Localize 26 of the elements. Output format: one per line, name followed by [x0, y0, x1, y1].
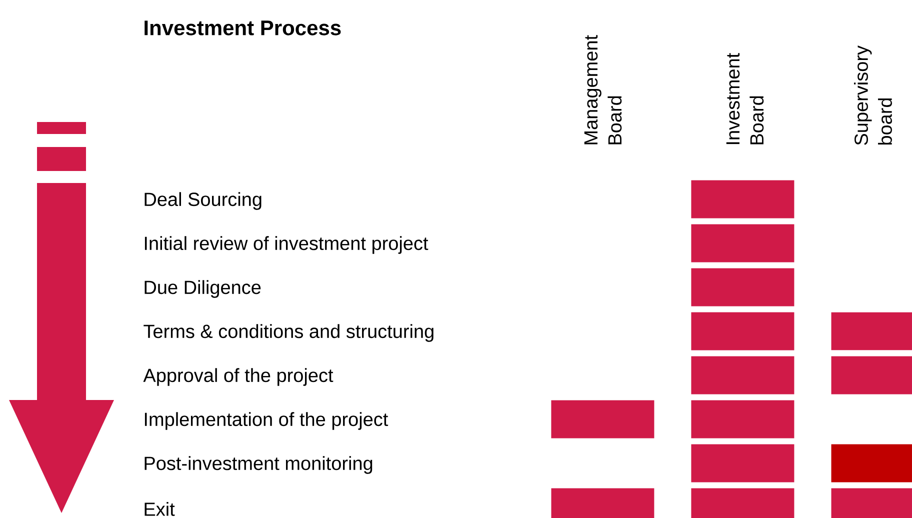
bar	[691, 356, 794, 394]
bar	[831, 356, 912, 394]
bar	[551, 400, 654, 438]
bar	[691, 268, 794, 306]
bar	[691, 312, 794, 350]
bar	[691, 444, 794, 482]
bar	[831, 312, 912, 350]
bar	[691, 488, 794, 518]
row-label: Terms & conditions and structuring	[144, 324, 434, 342]
bar	[831, 488, 912, 518]
bar	[831, 444, 912, 482]
row-label: Approval of the project	[143, 368, 334, 386]
bar	[691, 400, 794, 438]
row-label: Post-investment monitoring	[144, 456, 372, 474]
row-label: Deal Sourcing	[144, 192, 262, 210]
column-header: Management Board	[584, 35, 622, 144]
bar	[691, 180, 794, 218]
title: Investment Process	[144, 20, 341, 36]
column-header: Supervisory board	[854, 46, 892, 145]
bar	[551, 488, 654, 518]
row-label: Exit	[144, 502, 175, 516]
row-label: Initial review of investment project	[144, 236, 428, 254]
bar	[691, 224, 794, 262]
row-label: Implementation of the project	[144, 412, 388, 430]
column-header: Investment Board	[726, 53, 764, 144]
row-label: Due Diligence	[144, 280, 261, 298]
